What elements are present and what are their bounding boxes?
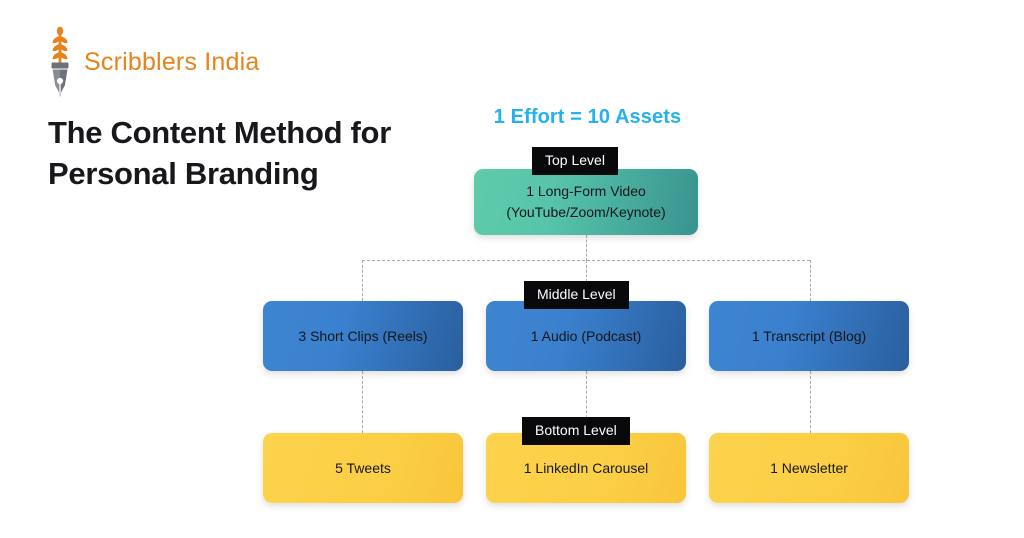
node-top-long-form-video[interactable]: 1 Long-Form Video (YouTube/Zoom/Keynote) <box>474 169 698 235</box>
brand-logo: Scribblers India <box>42 26 260 98</box>
node-top-text: 1 Long-Form Video (YouTube/Zoom/Keynote) <box>506 181 665 223</box>
node-mid-label-2: 1 Audio (Podcast) <box>530 327 642 344</box>
node-bottom-label-2: 1 LinkedIn Carousel <box>523 459 649 476</box>
connector-top-to-mid-right <box>810 260 811 301</box>
node-mid-label-3: 1 Transcript (Blog) <box>751 327 867 344</box>
tagline: 1 Effort = 10 Assets <box>493 106 682 128</box>
node-mid-label-1: 3 Short Clips (Reels) <box>298 327 428 344</box>
connector-mid-to-bottom-right <box>810 371 811 433</box>
connector-top-stem <box>586 235 587 261</box>
page-title: The Content Method for Personal Branding <box>48 115 391 192</box>
badge-bottom-level: Bottom Level <box>522 417 630 445</box>
node-bottom-tweets[interactable]: 5 Tweets <box>263 433 463 503</box>
node-top-sublabel: (YouTube/Zoom/Keynote) <box>506 204 666 220</box>
node-mid-audio-podcast[interactable]: 1 Audio (Podcast) <box>486 301 686 371</box>
connector-top-to-mid-center <box>586 260 587 301</box>
node-bottom-label-1: 5 Tweets <box>335 459 391 476</box>
brand-name: Scribblers India <box>84 47 260 76</box>
connector-mid-to-bottom-left <box>362 371 363 433</box>
node-bottom-newsletter[interactable]: 1 Newsletter <box>709 433 909 503</box>
node-mid-short-clips[interactable]: 3 Short Clips (Reels) <box>263 301 463 371</box>
badge-top-level: Top Level <box>532 147 618 175</box>
connector-top-to-mid-left <box>362 260 363 301</box>
node-top-label: 1 Long-Form Video <box>526 183 646 199</box>
connector-mid-to-bottom-center <box>586 371 587 433</box>
node-bottom-label-3: 1 Newsletter <box>770 459 848 476</box>
node-mid-transcript-blog[interactable]: 1 Transcript (Blog) <box>709 301 909 371</box>
wheat-quill-pen-icon <box>51 26 69 98</box>
badge-middle-level: Middle Level <box>524 281 629 309</box>
